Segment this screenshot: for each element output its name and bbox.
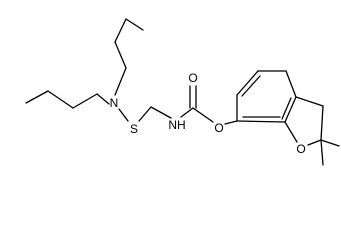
bond (96, 93, 110, 105)
bond (285, 70, 297, 98)
bond (236, 70, 259, 96)
bond (284, 96, 297, 123)
chemical-structure: N S NH O O O (25, 18, 340, 166)
bond (47, 90, 74, 109)
bond (72, 93, 98, 109)
atom-s: S (130, 122, 138, 136)
bond (284, 121, 298, 143)
bond (320, 139, 324, 166)
atom-nh: NH (168, 118, 185, 132)
bond (150, 106, 172, 119)
bond (320, 105, 324, 141)
bond (125, 18, 144, 31)
bond (114, 18, 127, 43)
atom-o-ring: O (296, 142, 305, 156)
bond (192, 107, 214, 123)
bond (295, 96, 324, 107)
bond (224, 120, 238, 125)
atom-o-carbonyl: O (188, 71, 197, 85)
bond (114, 67, 127, 96)
atom-o-ester: O (214, 121, 223, 135)
bond (180, 107, 194, 118)
bond (241, 75, 261, 97)
bond (281, 97, 292, 120)
atom-n-amine: N (110, 96, 119, 110)
bond (236, 120, 286, 123)
bond (118, 108, 129, 122)
bond (307, 139, 322, 146)
bond (25, 90, 49, 104)
bond (114, 41, 127, 69)
bond (138, 106, 152, 122)
atom-labels: N S NH O O O (110, 71, 306, 156)
bond (320, 139, 340, 147)
bonds (25, 18, 340, 166)
